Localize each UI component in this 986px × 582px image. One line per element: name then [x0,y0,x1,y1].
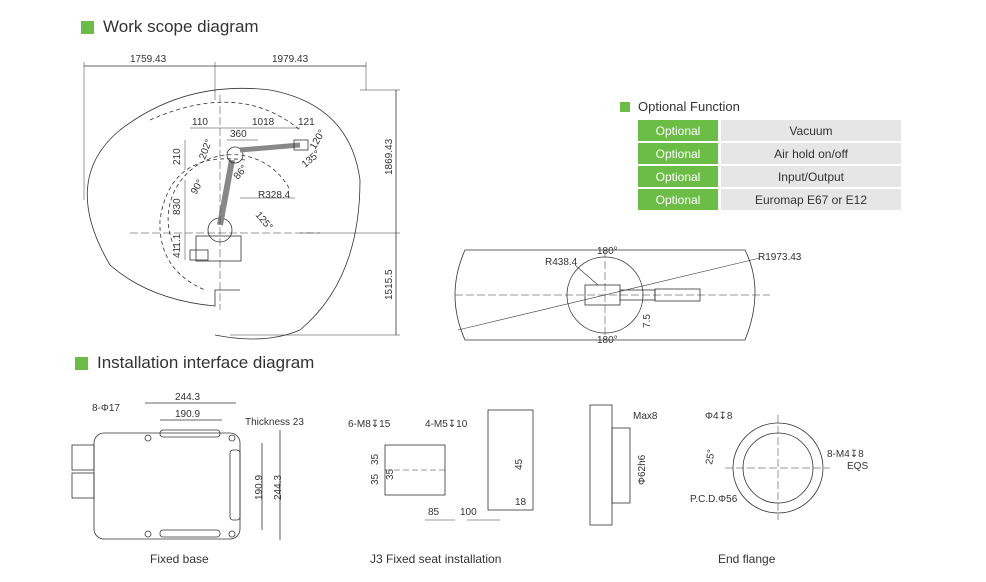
dim-label: P.C.D.Φ56 [690,494,738,505]
fixed-base-caption: Fixed base [150,552,209,566]
j3-seat-caption: J3 Fixed seat installation [370,552,502,566]
dim-label: Thickness 23 [245,417,304,428]
end-flange-labels: Max8 Φ62h6 Φ4↧8 25° 8-M4↧8 EQS P.C.D.Φ56 [633,411,868,505]
work-scope-title: Work scope diagram [81,17,259,37]
dim-label: 1018 [252,117,275,128]
dim-label: 7.5 [642,314,653,328]
fixed-base-drawing [71,402,281,540]
dim-label: 1515.5 [384,269,395,300]
dim-label: 45 [514,458,525,470]
option-key: Optional [638,143,721,164]
dim-label: 1979.43 [272,54,309,65]
j3-seat-drawing [384,409,534,521]
option-value: Vacuum [721,120,901,141]
dim-label: 35 [385,468,396,480]
table-row: Optional Euromap E67 or E12 [638,189,901,210]
dim-label: 190.9 [254,475,265,500]
option-value: Euromap E67 or E12 [721,189,901,210]
work-scope-side-view [83,62,400,340]
dim-label: 18 [515,497,527,508]
dim-label: 180° [597,335,618,346]
dim-label: 180° [597,246,618,257]
dim-label: Φ4↧8 [705,411,733,422]
dim-label: 110 [192,117,208,128]
dim-label: 6-M8↧15 [348,419,391,430]
end-flange-drawing [589,404,830,526]
dim-label: R328.4 [258,190,291,201]
green-square-icon [81,20,94,34]
dim-label: 1759.43 [130,54,167,65]
work-scope-title-text: Work scope diagram [103,17,259,36]
j3-seat-labels: 6-M8↧15 4-M5↧10 35 35 35 45 85 100 18 [348,419,527,518]
table-row: Optional Vacuum [638,120,901,141]
dim-label: 244.3 [175,392,200,403]
option-value: Air hold on/off [721,143,901,164]
dim-label: 86° [232,163,250,182]
option-key: Optional [638,120,721,141]
dim-label: R1973.43 [758,252,802,263]
top-view-labels: 180° 180° R438.4 R1973.43 7.5 [545,246,802,346]
dim-label: 121 [298,117,315,128]
optional-function-title-text: Optional Function [638,99,740,114]
table-row: Optional Air hold on/off [638,143,901,164]
dim-label: 25° [704,449,717,466]
dim-label: 90° [189,178,206,197]
option-key: Optional [638,166,721,187]
dim-label: 244.3 [273,475,284,500]
top-view [454,249,770,341]
dim-label: R438.4 [545,257,578,268]
option-key: Optional [638,189,721,210]
dim-label: 125° [253,210,275,233]
dim-label: 360 [230,129,247,140]
dim-label: 830 [172,198,183,215]
dim-label: 135° [300,149,323,171]
dim-label: 1869.43 [384,138,395,175]
dim-label: 85 [428,507,440,518]
dim-label: 35 [370,473,381,485]
dim-label: Max8 [633,411,658,422]
table-row: Optional Input/Output [638,166,901,187]
dim-label: EQS [847,461,868,472]
fixed-base-labels: 8-Φ17 244.3 190.9 Thickness 23 190.9 244… [92,392,304,500]
optional-function-title: Optional Function [620,99,740,114]
dim-label: Φ62h6 [637,454,648,485]
dim-label: 4-M5↧10 [425,419,468,430]
dim-label: 35 [370,453,381,465]
option-value: Input/Output [721,166,901,187]
optional-function-table: Optional Vacuum Optional Air hold on/off… [638,118,901,212]
dim-label: 190.9 [175,409,200,420]
dim-label: 8-M4↧8 [827,449,864,460]
installation-title: Installation interface diagram [75,353,314,373]
dim-label: 8-Φ17 [92,403,120,414]
dim-label: 202° [197,138,214,161]
installation-title-text: Installation interface diagram [97,353,315,372]
dim-label: 100 [460,507,477,518]
green-square-icon [620,101,630,112]
work-scope-labels: 1759.43 1979.43 110 1018 121 360 210 202… [130,54,395,300]
green-square-icon [75,356,88,370]
dim-label: 120° [308,128,328,151]
dim-label: 210 [172,148,183,165]
end-flange-caption: End flange [718,552,776,566]
dim-label: 411.1 [172,233,183,258]
